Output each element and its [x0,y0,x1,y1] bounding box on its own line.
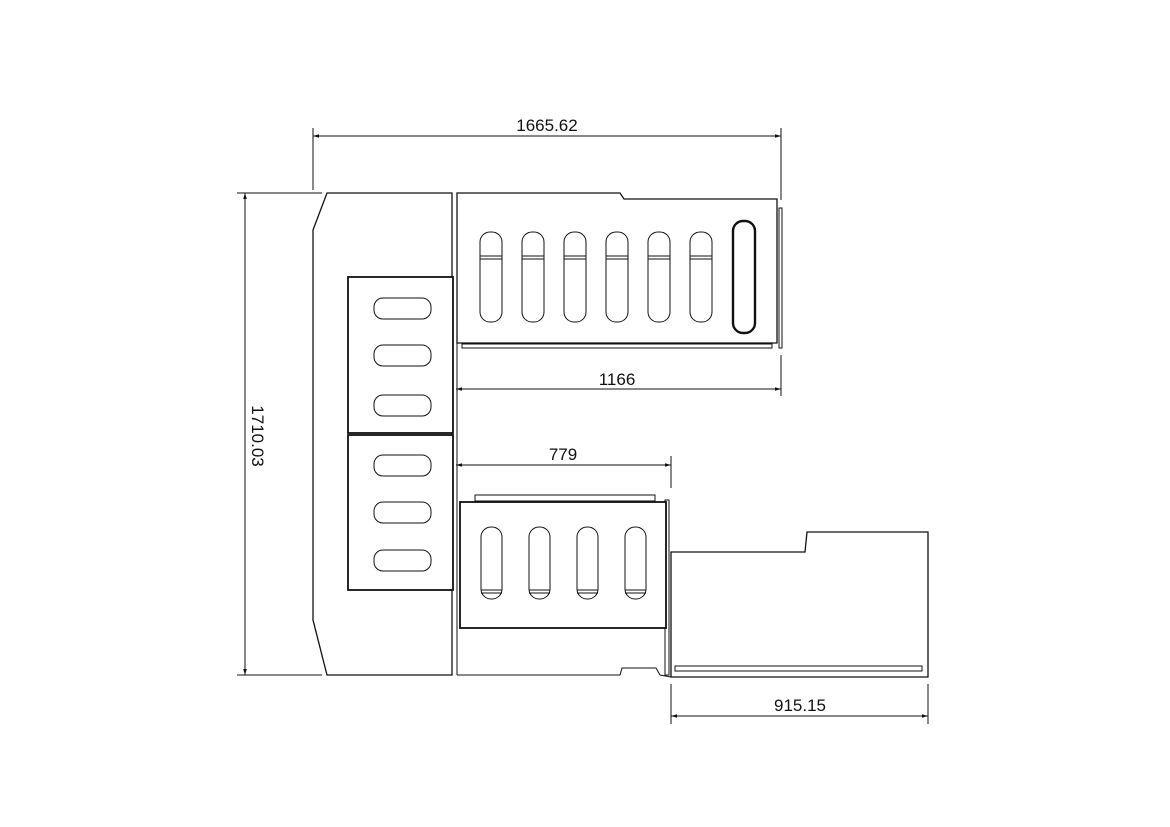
side-tray [670,531,929,678]
horizontal-slot [373,344,432,367]
dimension-label: 1710.03 [248,405,267,466]
dimension-overall-height: 1710.03 [237,192,322,676]
left-panel-upper [347,276,454,434]
left-body-outline [312,192,453,676]
upper-tray [456,192,783,349]
horizontal-slot [373,549,432,572]
dimension-side-tray: 915.15 [670,684,929,724]
dimension-overall-width: 1665.62 [312,116,782,200]
dimension-label: 1166 [599,370,636,389]
vertical-slot [605,231,629,323]
dimension-label: 915.15 [774,696,826,715]
vertical-slot [576,526,599,600]
vertical-slot [479,231,503,323]
dimension-upper-tray: 1166 [456,355,782,396]
horizontal-slot [373,454,432,477]
vertical-slot [480,526,503,600]
bottom-edge [457,667,672,678]
dimension-label: 779 [549,445,577,464]
large-slot [731,219,757,335]
vertical-slot [624,526,647,600]
horizontal-slot [373,394,432,417]
horizontal-slot [373,297,432,320]
vertical-slot [563,231,587,323]
dimension-label: 1665.62 [516,116,577,135]
vertical-slot [689,231,713,323]
lower-tray [459,494,670,676]
dimension-lower-tray: 779 [456,445,672,488]
left-panel-lower [347,434,454,591]
horizontal-slot [373,501,432,524]
vertical-slot [647,231,671,323]
vertical-slot [521,231,545,323]
vertical-slot [528,526,551,600]
